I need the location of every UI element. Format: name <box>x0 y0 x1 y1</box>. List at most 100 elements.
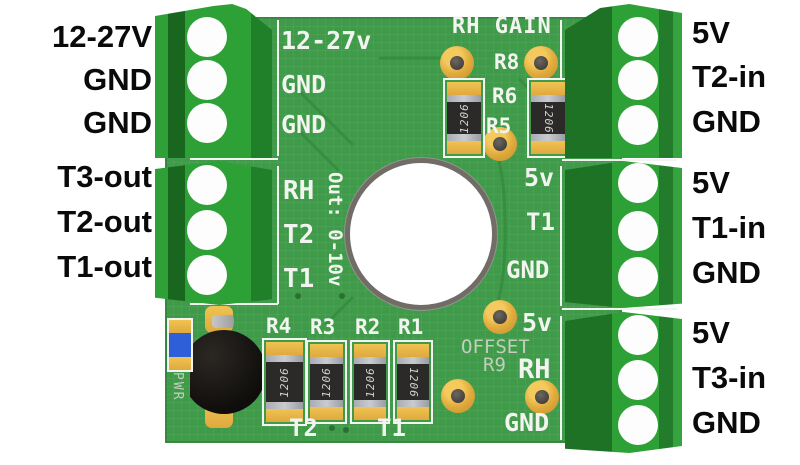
pin-label-gnd: GND <box>692 104 761 139</box>
led-pad <box>169 320 191 333</box>
solder-pad <box>441 379 475 413</box>
resistor-marking: 1206 <box>320 366 333 398</box>
resistor-top-left: 1206 <box>443 78 485 158</box>
resistor-body: 1206 <box>266 362 303 402</box>
screw-hole <box>618 105 658 145</box>
silk-rh-gain-title: RH GAIN <box>452 14 552 39</box>
screw-hole <box>187 255 227 295</box>
screw-hole <box>618 163 658 203</box>
resistor-r2: 1206 <box>350 340 390 424</box>
pad-hole <box>450 56 464 70</box>
solder-pad <box>524 46 558 80</box>
screw-hole <box>618 405 658 445</box>
solder-pad <box>525 380 559 414</box>
resistor-cap <box>354 357 386 364</box>
pad-hole <box>534 56 548 70</box>
pin-label-gnd: GND <box>83 62 152 97</box>
silk-rh-out-label: RH <box>283 176 315 206</box>
silk-r3-ref: R3 <box>310 315 336 339</box>
via <box>343 427 349 433</box>
pin-label-5v: 5V <box>692 15 730 50</box>
resistor-pad <box>354 407 386 420</box>
pin-label-t2-in: T2-in <box>692 59 767 94</box>
screw-hole <box>618 257 658 297</box>
silk-5v-bottom-label: 5v <box>522 308 553 337</box>
resistor-marking: 1206 <box>363 366 377 398</box>
silk-r9-ref: R9 <box>483 354 506 376</box>
resistor-pad <box>531 141 565 154</box>
via <box>329 425 335 431</box>
silk-r6-ref: R6 <box>492 84 518 108</box>
silk-outline <box>560 316 562 440</box>
silk-gnd-label: GND <box>506 256 550 284</box>
pin-label-t1-in: T1-in <box>692 210 767 245</box>
resistor-cap <box>310 400 343 407</box>
resistor-marking: 1206 <box>541 102 555 134</box>
resistor-pad <box>447 141 481 154</box>
via <box>339 293 345 299</box>
led-pad <box>169 357 191 370</box>
solder-pad <box>483 300 517 334</box>
resistor-pad <box>531 82 565 95</box>
resistor-cap <box>447 134 481 141</box>
silk-outline <box>562 308 677 310</box>
resistor-pad <box>397 344 429 357</box>
silk-outline <box>190 158 278 160</box>
pad-hole <box>493 310 507 324</box>
resistor-r4: 1206 <box>262 338 307 426</box>
pin-label-t3-in: T3-in <box>692 360 767 395</box>
resistor-marking: 1206 <box>406 366 420 398</box>
silk-gnd-label: GND <box>281 70 327 99</box>
pad-hole <box>493 137 507 151</box>
resistor-cap <box>266 402 303 409</box>
silk-out-range-label: Out: 0-10v <box>324 172 346 287</box>
silk-t1-out-label: T1 <box>283 264 315 294</box>
screw-hole <box>618 315 658 355</box>
solder-pad <box>440 46 474 80</box>
screw-hole <box>187 210 227 250</box>
resistor-pad <box>310 344 343 357</box>
cap-lead <box>212 315 234 328</box>
silk-t2-out-label: T2 <box>283 220 315 250</box>
silk-outline <box>562 159 677 161</box>
resistor-pad <box>266 409 303 422</box>
pwr-led <box>167 318 193 372</box>
silk-power-label: 12-27v <box>281 26 372 55</box>
via <box>295 293 301 299</box>
resistor-cap <box>354 400 386 407</box>
resistor-top-right: 1206 <box>527 78 569 158</box>
screw-hole <box>618 360 658 400</box>
silk-outline <box>277 166 279 304</box>
sensor-hole <box>345 158 497 310</box>
silk-r1-ref: R1 <box>398 315 424 339</box>
pin-label-12-27v: 12-27V <box>52 19 152 54</box>
resistor-body: 1206 <box>310 364 343 400</box>
silk-t1-label: T1 <box>526 208 555 236</box>
screw-hole <box>618 60 658 100</box>
pin-label-gnd: GND <box>692 255 761 290</box>
silk-r8-ref: R8 <box>494 50 520 74</box>
led-lens <box>169 333 191 357</box>
silk-outline <box>560 166 562 306</box>
pin-label-t1-out: T1-out <box>57 249 152 284</box>
resistor-body: 1206 <box>531 102 565 134</box>
pin-label-5v: 5V <box>692 165 730 200</box>
resistor-r3: 1206 <box>306 340 347 424</box>
silk-gnd-label: GND <box>281 110 327 139</box>
screw-hole <box>187 17 227 57</box>
screw-hole <box>618 211 658 251</box>
resistor-pad <box>397 407 429 420</box>
silk-pwr-label: PWR <box>170 372 185 402</box>
screw-hole <box>187 165 227 205</box>
silk-r4-ref: R4 <box>266 314 292 338</box>
resistor-cap <box>397 357 429 364</box>
pin-label-t3-out: T3-out <box>57 159 152 194</box>
resistor-cap <box>447 95 481 102</box>
resistor-body: 1206 <box>447 102 481 134</box>
resistor-pad <box>266 342 303 355</box>
resistor-cap <box>397 400 429 407</box>
resistor-body: 1206 <box>354 364 386 400</box>
pin-label-gnd: GND <box>83 105 152 140</box>
pin-label-t2-out: T2-out <box>57 204 152 239</box>
